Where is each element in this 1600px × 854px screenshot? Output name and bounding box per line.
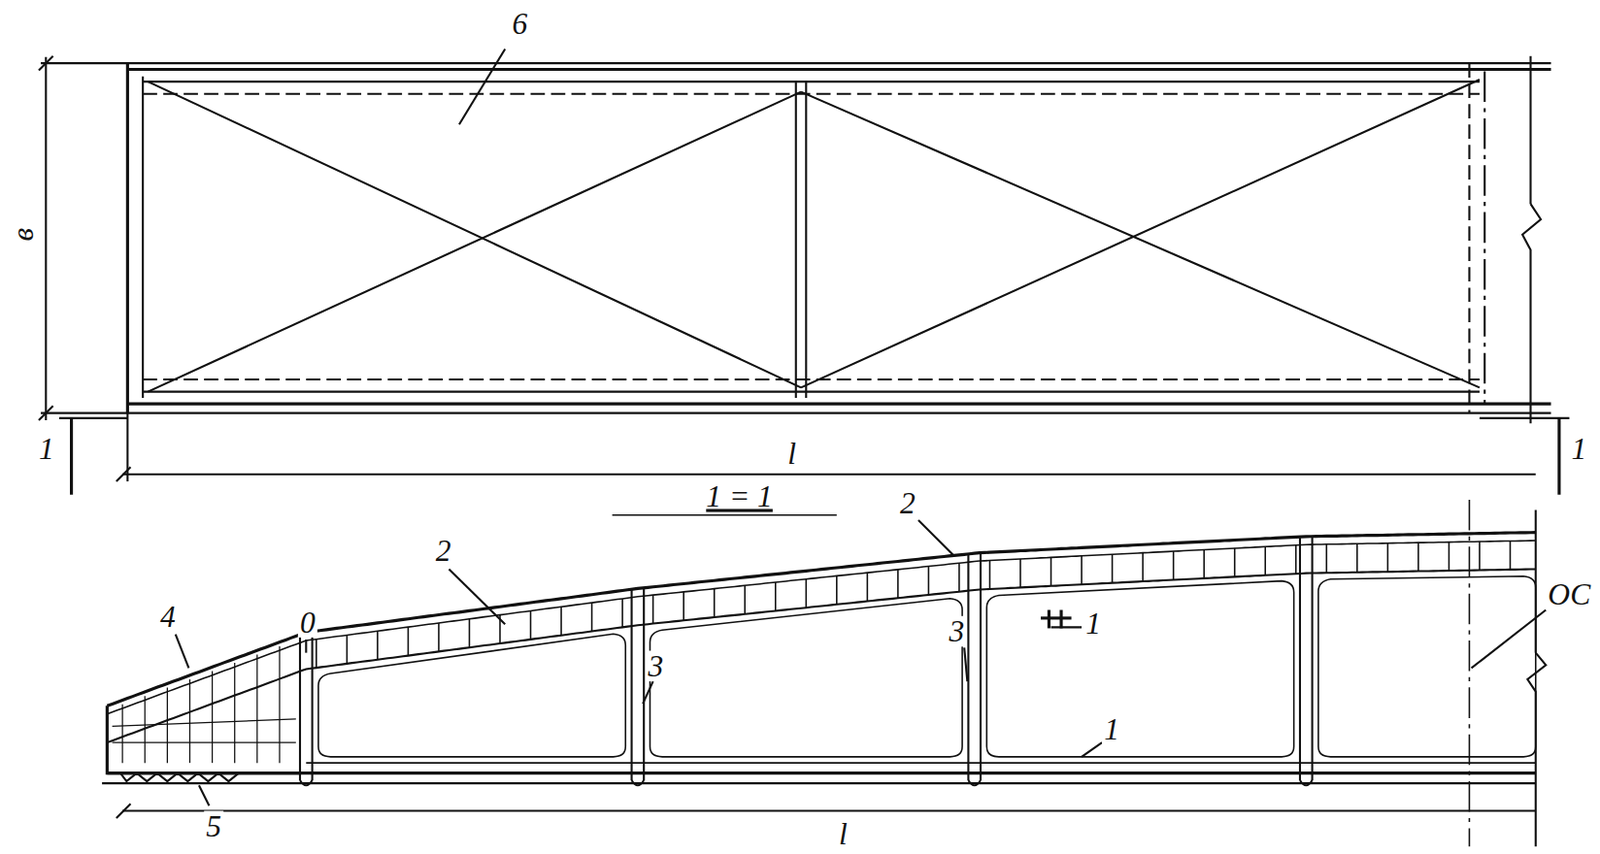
drawing-line xyxy=(407,627,410,656)
drawing-line xyxy=(166,688,168,765)
drawing-line xyxy=(376,631,379,660)
drawing-line xyxy=(958,563,961,592)
drawing-line xyxy=(315,639,318,668)
drawing-line xyxy=(1326,544,1329,573)
drawing-line xyxy=(979,553,982,781)
drawing-line xyxy=(468,619,471,648)
drawing-line xyxy=(1059,609,1063,629)
drawing-line xyxy=(437,623,440,652)
drawing-line xyxy=(233,663,235,764)
drawing-line xyxy=(112,741,297,743)
plan-view xyxy=(38,48,1570,495)
drawing-line xyxy=(318,633,626,758)
drawing-line xyxy=(305,762,1535,765)
callout-number: 1 xyxy=(1568,433,1589,466)
drawing-line xyxy=(652,595,655,624)
drawing-line xyxy=(1141,553,1144,582)
callout-number: 2 xyxy=(433,535,454,567)
section-leaders xyxy=(116,500,1546,847)
drawing-line xyxy=(1264,546,1267,575)
drawing-line xyxy=(1019,559,1022,588)
drawing-line xyxy=(1448,542,1451,571)
callout-number: 0 xyxy=(298,606,318,638)
drawing-line xyxy=(189,679,191,764)
callout-number: 3 xyxy=(645,651,666,683)
callout-number: 1 xyxy=(1101,714,1122,746)
drawing-line xyxy=(966,553,969,781)
callout-number: 1 xyxy=(1083,607,1103,639)
callout-number: 5 xyxy=(203,811,224,843)
drawing-line xyxy=(106,533,1535,707)
drawing-line xyxy=(530,610,533,639)
drawing-line xyxy=(1040,616,1072,620)
drawing-line xyxy=(106,540,1535,715)
dimension-label: l xyxy=(785,438,799,470)
callout-number: 3 xyxy=(946,616,967,648)
drawing-line xyxy=(1050,557,1053,586)
drawing-line xyxy=(1356,543,1359,572)
drawing-line xyxy=(106,771,1535,775)
drawing-line xyxy=(835,575,838,604)
drawing-line xyxy=(121,704,123,764)
drawing-line xyxy=(112,719,297,727)
drawing-line xyxy=(897,569,900,599)
drawing-line xyxy=(211,671,213,765)
drawing-line xyxy=(1047,609,1051,629)
drawing-line xyxy=(1387,543,1390,572)
drawing-line xyxy=(560,606,563,635)
drawing-line xyxy=(1417,542,1420,571)
drawing-line xyxy=(632,780,645,786)
drawing-line xyxy=(1300,780,1313,786)
drawing-line xyxy=(1478,541,1481,570)
drawing-line xyxy=(1202,549,1205,578)
drawing-line xyxy=(1233,548,1236,577)
drawing-line xyxy=(986,581,1294,758)
drawing-line xyxy=(713,589,716,618)
drawing-line xyxy=(591,602,594,632)
drawing-line xyxy=(682,592,685,621)
callout-number: 4 xyxy=(158,601,178,634)
drawing-line xyxy=(649,599,963,758)
drawing-line xyxy=(631,588,634,781)
drawing-line xyxy=(866,572,869,601)
callout-number: 2 xyxy=(898,487,918,519)
drawing-line xyxy=(1172,551,1175,580)
drawing-line xyxy=(106,705,301,773)
drawing-line xyxy=(278,646,280,764)
drawing-line xyxy=(256,654,258,764)
drawing-line xyxy=(774,582,777,611)
drawing-line xyxy=(101,782,1536,785)
drawing-line xyxy=(967,780,981,786)
drawing-line xyxy=(1509,540,1512,569)
dimension-label: l xyxy=(836,819,850,851)
drawing-line xyxy=(144,696,146,764)
drawing-line xyxy=(346,634,349,664)
drawing-line xyxy=(311,633,314,781)
drawing-line xyxy=(1295,545,1298,574)
callout-number: ОС xyxy=(1545,579,1593,611)
drawing-line xyxy=(621,599,624,628)
dimension-label: в xyxy=(7,226,39,244)
callout-number: 1 xyxy=(36,433,57,466)
section-view xyxy=(101,533,1536,787)
drawing-line xyxy=(1318,576,1536,758)
drawing-line xyxy=(928,566,931,596)
section-title: 1 = 1 xyxy=(703,481,775,513)
drawing-line xyxy=(300,780,313,786)
drawing-line xyxy=(805,579,808,608)
drawing-line xyxy=(1299,536,1301,781)
drawing-line xyxy=(1111,554,1114,583)
drawing-line xyxy=(1080,556,1083,585)
callout-number: 6 xyxy=(510,7,531,39)
drawing-line xyxy=(1311,536,1314,781)
drawing-line xyxy=(989,561,992,590)
drawing-line xyxy=(120,773,239,782)
drawing-line xyxy=(743,585,746,614)
drawing-line xyxy=(106,568,1535,743)
drawing-line xyxy=(299,633,301,781)
drawing-line xyxy=(642,588,645,781)
